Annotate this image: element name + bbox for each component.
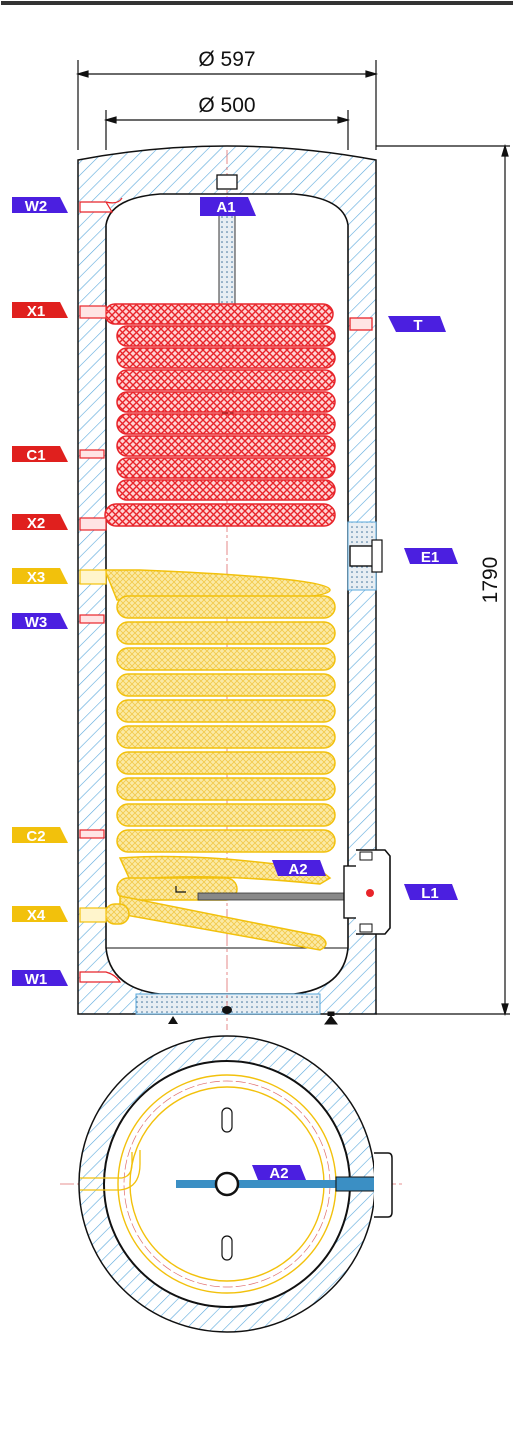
svg-text:W3: W3 bbox=[25, 614, 48, 631]
label-x2: X2 bbox=[12, 514, 68, 532]
lower-solar-coil bbox=[103, 569, 336, 951]
label-w3: W3 bbox=[12, 613, 68, 631]
left-connections bbox=[79, 197, 123, 983]
svg-text:X1: X1 bbox=[27, 303, 45, 320]
svg-text:A2: A2 bbox=[288, 861, 307, 878]
label-c1: C1 bbox=[12, 446, 68, 464]
svg-text:L1: L1 bbox=[421, 885, 439, 902]
label-a1: A1 bbox=[200, 197, 256, 216]
svg-text:E1: E1 bbox=[421, 549, 439, 566]
label-x3: X3 bbox=[12, 568, 68, 586]
e1-flange bbox=[347, 521, 383, 591]
top-view bbox=[60, 1035, 405, 1333]
drain-plug bbox=[222, 1006, 232, 1014]
dimension-height bbox=[376, 143, 510, 1017]
dimension-outer bbox=[75, 60, 379, 150]
label-e1: E1 bbox=[404, 548, 458, 566]
height-label: 1790 bbox=[479, 557, 502, 604]
svg-text:W1: W1 bbox=[25, 971, 48, 988]
foot-right bbox=[324, 1011, 338, 1025]
label-a2: A2 bbox=[272, 860, 326, 878]
anode-rod bbox=[218, 207, 236, 319]
label-w2: W2 bbox=[12, 197, 68, 215]
upper-heating-coil bbox=[104, 303, 336, 527]
svg-text:T: T bbox=[413, 317, 422, 334]
dimension-inner bbox=[103, 110, 351, 150]
inner-diameter-label: Ø 500 bbox=[198, 94, 255, 117]
svg-text:X3: X3 bbox=[27, 569, 45, 586]
label-t: T bbox=[388, 316, 446, 334]
label-x1: X1 bbox=[12, 302, 68, 320]
label-w1: W1 bbox=[12, 970, 68, 988]
svg-text:X4: X4 bbox=[27, 907, 46, 924]
label-l1: L1 bbox=[404, 884, 458, 902]
anode-cap bbox=[216, 174, 238, 190]
svg-text:W2: W2 bbox=[25, 198, 48, 215]
frame-border bbox=[1, 1, 513, 5]
svg-text:A1: A1 bbox=[216, 199, 235, 216]
label-c2: C2 bbox=[12, 827, 68, 845]
outer-diameter-label: Ø 597 bbox=[198, 48, 255, 71]
svg-text:X2: X2 bbox=[27, 515, 45, 532]
svg-text:C2: C2 bbox=[26, 828, 45, 845]
foot-left bbox=[168, 1016, 178, 1024]
svg-text:C1: C1 bbox=[26, 447, 45, 464]
t-sensor-pocket bbox=[349, 317, 373, 331]
label-x4: X4 bbox=[12, 906, 68, 924]
label-a2-top: A2 bbox=[269, 1165, 288, 1182]
heating-element bbox=[175, 849, 391, 935]
tank-base bbox=[135, 993, 321, 1015]
